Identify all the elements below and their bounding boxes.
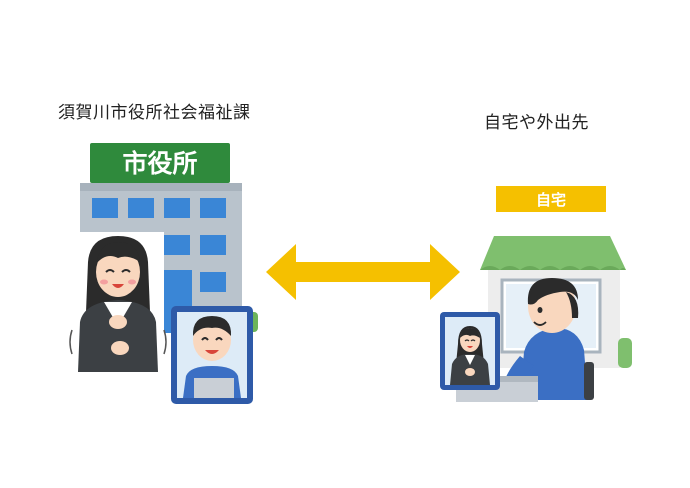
tablet-with-man-icon [171,306,253,404]
home-sign-text: 自宅 [536,191,566,209]
city-hall-sign-text: 市役所 [122,149,197,178]
staff-woman-icon [66,232,167,372]
home-caption: 自宅や外出先 [484,113,589,133]
tablet-with-woman-icon [440,312,500,390]
city-hall-caption: 須賀川市役所社会福祉課 [58,103,251,123]
double-arrow-icon [266,244,460,300]
